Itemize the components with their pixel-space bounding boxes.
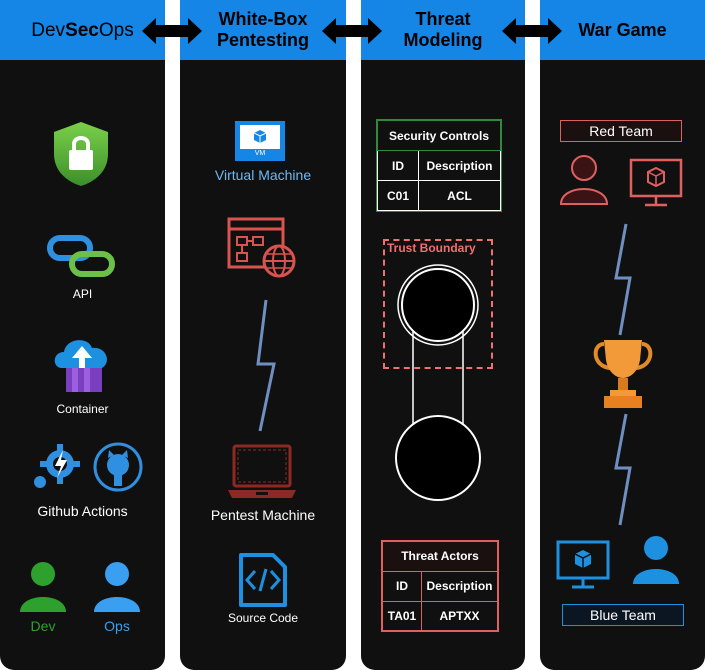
threat-actors-header-id: ID [381, 570, 422, 602]
whitebox-panel: White-Box Pentesting VM Virtual Machine [180, 0, 346, 670]
whitebox-title-line1: White-Box [218, 9, 308, 29]
blue-team-vm-monitor-icon [556, 540, 610, 590]
github-actions-label: Github Actions [37, 503, 128, 519]
whitebox-title-line2: Pentesting [216, 30, 309, 50]
table-row: C01 ACL [377, 180, 501, 211]
virtual-machine-icon: VM [235, 121, 285, 161]
security-control-id: C01 [377, 180, 419, 211]
shield-lock-icon [50, 120, 112, 188]
trust-boundary-label: Trust Boundary [387, 241, 476, 255]
threat-title-line2: Modeling [403, 30, 483, 50]
blue-team-label: Blue Team [562, 604, 684, 626]
github-octocat-icon [93, 442, 143, 492]
trust-boundary-box [383, 239, 493, 369]
double-arrow-icon [500, 16, 564, 46]
devsecops-title-dev: Dev [31, 19, 66, 41]
source-code-label: Source Code [227, 611, 299, 625]
security-controls-title: Security Controls [377, 120, 501, 151]
security-controls-table: Security Controls ID Description C01 ACL [377, 120, 501, 211]
war-game-header: War Game [540, 0, 705, 60]
double-arrow-icon [140, 16, 204, 46]
data-flow-diagram [395, 262, 481, 508]
threat-actors-header-description: Description [421, 570, 499, 602]
red-team-person-icon [558, 154, 610, 206]
dev-label: Dev [30, 618, 56, 634]
threat-actors-title: Threat Actors [381, 540, 499, 572]
security-controls-header-description: Description [418, 150, 501, 181]
threat-modeling-header: Threat Modeling [361, 0, 525, 60]
red-team-vm-monitor-icon [629, 158, 683, 208]
lightning-blue-connector-icon [608, 412, 638, 527]
web-application-icon [227, 217, 299, 279]
trophy-icon [590, 338, 656, 410]
container-label: Container [56, 402, 109, 416]
war-game-title: War Game [578, 19, 667, 40]
lightning-red-connector-icon [608, 222, 638, 337]
security-control-description: ACL [418, 180, 501, 211]
github-actions-gear-icon [30, 442, 86, 492]
red-team-label: Red Team [560, 120, 682, 142]
whitebox-header: White-Box Pentesting [180, 0, 346, 60]
source-code-icon [237, 553, 289, 607]
war-game-panel: War Game Red Team [540, 0, 705, 670]
vm-icon-text: VM [254, 150, 266, 157]
threat-actor-id: TA01 [381, 600, 422, 632]
virtual-machine-label: Virtual Machine [214, 167, 312, 183]
pentest-machine-label: Pentest Machine [210, 507, 316, 523]
threat-modeling-panel: Threat Modeling Security Controls ID Des… [361, 0, 525, 670]
table-row: TA01 APTXX [381, 600, 499, 632]
double-arrow-icon [320, 16, 384, 46]
devsecops-title-sec: Sec [65, 19, 99, 41]
ops-label: Ops [104, 618, 130, 634]
lightning-connector-icon [250, 298, 280, 433]
threat-actors-table: Threat Actors ID Description TA01 APTXX [381, 540, 499, 632]
api-label: API [72, 287, 93, 301]
container-cloud-icon [50, 332, 116, 394]
threat-title-line1: Threat [415, 9, 471, 29]
devsecops-title-ops: Ops [98, 19, 134, 41]
pentest-laptop-icon [226, 442, 298, 502]
dev-person-icon [18, 560, 68, 612]
api-link-icon [46, 232, 118, 280]
threat-actor-description: APTXX [421, 600, 499, 632]
security-controls-header-id: ID [377, 150, 419, 181]
blue-team-person-icon [630, 534, 682, 586]
ops-person-icon [92, 560, 142, 612]
